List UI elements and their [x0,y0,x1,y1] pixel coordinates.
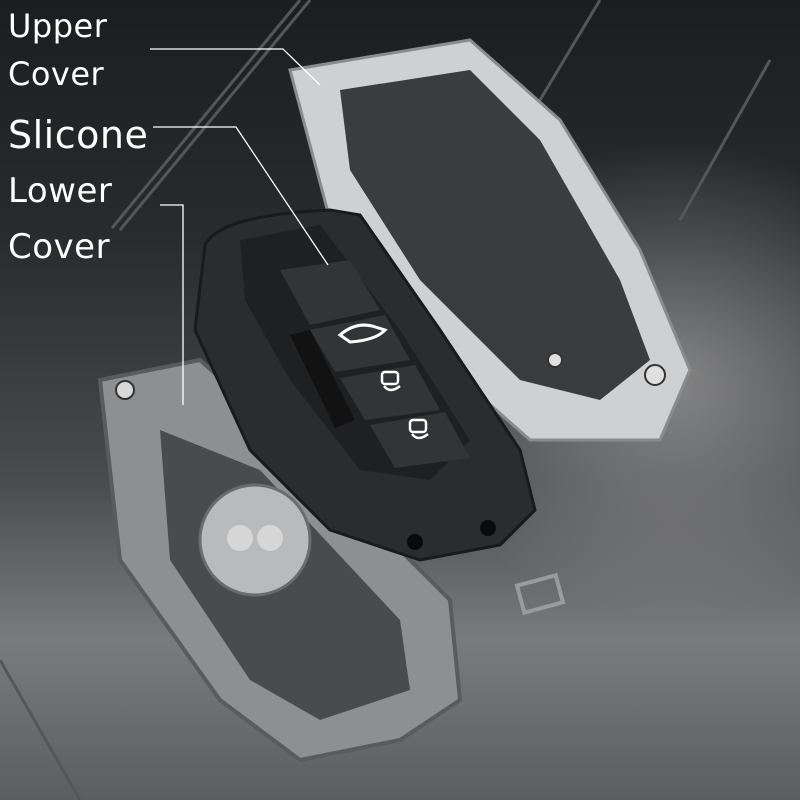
silicone-case [193,208,537,562]
unlock-icon [380,370,400,386]
label-upper-cover-line2: Cover [8,55,105,93]
leader-lines [150,48,329,405]
label-lower-cover-line2: Cover [8,227,111,267]
trunk-icon [337,323,388,344]
label-upper-cover-line1: Upper [8,7,108,45]
label-lower-cover-line1: Lower [8,171,113,211]
lock-icon [408,418,428,434]
label-silicone: Slicone [8,113,149,157]
